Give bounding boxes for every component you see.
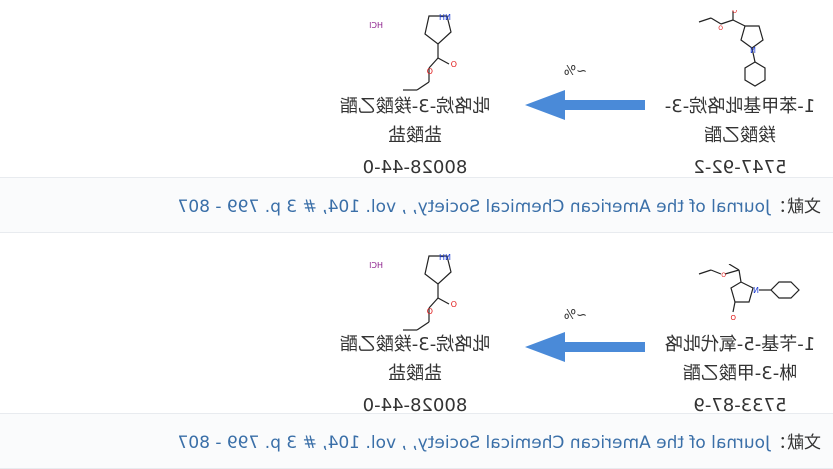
yield-label: ~% <box>563 64 587 79</box>
svg-text:O: O <box>730 314 736 322</box>
svg-text:N: N <box>753 286 759 295</box>
reaction-row: N O O 1-苄基-5-氧代吡咯 啉-3-甲酸乙酯 5733-87-9 ~% … <box>0 234 833 416</box>
reactant-structure: N O O <box>698 264 800 322</box>
product-name-line2: 盐酸盐 <box>388 125 442 146</box>
reaction-row: N O O 1-苯甲基吡咯烷-3- 羧酸乙酯 5747-92-2 ~% NH <box>0 0 833 178</box>
svg-text:O: O <box>427 67 433 76</box>
product-compound[interactable]: 吡咯烷-3-羧酸乙酯 盐酸盐 80028-44-0 <box>315 92 515 182</box>
reactant-name-line1: 1-苯甲基吡咯烷-3- <box>664 96 816 117</box>
product-name-line1: 吡咯烷-3-羧酸乙酯 <box>339 334 491 355</box>
svg-text:NH: NH <box>439 13 451 22</box>
svg-text:O: O <box>718 25 723 32</box>
reaction-arrow-icon <box>525 332 645 362</box>
product-compound[interactable]: 吡咯烷-3-羧酸乙酯 盐酸盐 80028-44-0 <box>315 330 515 420</box>
salt-label: HCl <box>369 261 383 270</box>
reactant-structure: N O O <box>698 10 766 87</box>
svg-text:O: O <box>451 60 457 69</box>
svg-text:O: O <box>721 272 726 279</box>
reference: 文献：Journal of the American Chemical Soci… <box>178 428 822 453</box>
svg-text:O: O <box>427 307 433 316</box>
product-structure: NH O O HCl <box>369 13 457 91</box>
product-name-line2: 盐酸盐 <box>388 363 442 384</box>
reaction-arrow-icon <box>525 90 645 120</box>
reactant-compound[interactable]: 1-苄基-5-氧代吡咯 啉-3-甲酸乙酯 5733-87-9 <box>655 330 825 420</box>
svg-text:N: N <box>750 46 756 55</box>
reactant-name-line2: 啉-3-甲酸乙酯 <box>682 363 798 384</box>
yield-label: ~% <box>563 308 587 323</box>
reference: 文献：Journal of the American Chemical Soci… <box>178 192 822 217</box>
reference-link[interactable]: Journal of the American Chemical Society… <box>177 433 771 453</box>
reference-link[interactable]: Journal of the American Chemical Society… <box>177 197 771 217</box>
reference-label: 文献： <box>770 433 821 453</box>
reactant-compound[interactable]: 1-苯甲基吡咯烷-3- 羧酸乙酯 5747-92-2 <box>655 92 825 182</box>
svg-text:NH: NH <box>439 253 451 262</box>
reactant-name-line1: 1-苄基-5-氧代吡咯 <box>664 334 816 355</box>
reactant-name-line2: 羧酸乙酯 <box>704 125 776 146</box>
reference-band: 文献：Journal of the American Chemical Soci… <box>0 177 833 233</box>
reference-label: 文献： <box>770 197 821 217</box>
salt-label: HCl <box>369 21 383 30</box>
product-structure: NH O O HCl <box>369 253 457 331</box>
svg-text:O: O <box>451 300 457 309</box>
product-name-line1: 吡咯烷-3-羧酸乙酯 <box>339 96 491 117</box>
svg-text:O: O <box>732 10 737 15</box>
